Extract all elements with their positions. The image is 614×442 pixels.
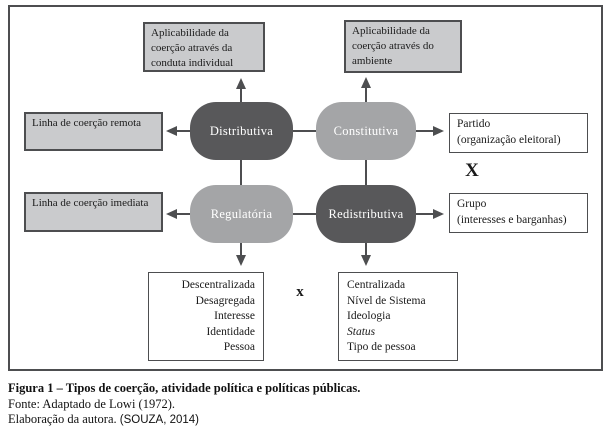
list-item: Interesse bbox=[214, 310, 255, 322]
list-item: Desagregada bbox=[195, 294, 255, 307]
list-item: Descentralizada bbox=[181, 279, 255, 291]
node-constitutiva-label: Constitutiva bbox=[333, 123, 399, 138]
partido-box: Partido (organização eleitoral) bbox=[449, 113, 588, 153]
node-regulatoria: Regulatória bbox=[190, 185, 293, 243]
list-item: Identidade bbox=[206, 325, 255, 338]
node-distributiva-label: Distributiva bbox=[209, 123, 274, 138]
caption-title: Figura 1 – Tipos de coerção, atividade p… bbox=[8, 381, 361, 395]
x-mark-right: X bbox=[465, 160, 479, 181]
immediate-coercion-line-box: Linha de coerção imediata bbox=[24, 192, 163, 232]
diagram-frame bbox=[8, 5, 603, 371]
remote-coercion-line-box: Linha de coerção remota bbox=[24, 112, 163, 151]
list-item: Ideologia bbox=[347, 310, 391, 322]
caption-elaboration: Elaboração da autora. bbox=[8, 412, 117, 426]
x-mark-bottom: x bbox=[296, 284, 304, 300]
grupo-line1: Grupo bbox=[457, 198, 487, 210]
list-item: Centralizada bbox=[347, 279, 406, 291]
list-item-status: Status bbox=[347, 325, 376, 338]
caption-elaboration-line: Elaboração da autora. (SOUZA, 2014) bbox=[8, 412, 360, 429]
decentralized-traits-list: Descentralizada Desagregada Interesse Id… bbox=[148, 272, 264, 361]
applicability-individual-conduct-box: Aplicabilidade da coerção através da con… bbox=[143, 22, 265, 72]
node-redistributiva-label: Redistributiva bbox=[328, 206, 404, 221]
list-item: Nível de Sistema bbox=[347, 294, 426, 307]
node-constitutiva: Constitutiva bbox=[316, 102, 416, 160]
centralized-traits-list: Centralizada Nível de Sistema Ideologia … bbox=[338, 272, 458, 361]
list-item: Pessoa bbox=[223, 341, 255, 353]
caption-citation: (SOUZA, 2014) bbox=[119, 414, 199, 426]
applicability-environment-box: Aplicabilidade da coerção através do amb… bbox=[344, 20, 462, 73]
node-redistributiva: Redistributiva bbox=[316, 185, 416, 243]
list-item: Tipo de pessoa bbox=[347, 341, 416, 353]
figure-caption: Figura 1 – Tipos de coerção, atividade p… bbox=[8, 381, 360, 429]
partido-line2: (organização eleitoral) bbox=[457, 134, 561, 146]
node-regulatoria-label: Regulatória bbox=[210, 206, 273, 221]
partido-line1: Partido bbox=[457, 118, 491, 130]
grupo-box: Grupo (interesses e barganhas) bbox=[449, 193, 588, 233]
node-distributiva: Distributiva bbox=[190, 102, 293, 160]
caption-source: Fonte: Adaptado de Lowi (1972). bbox=[8, 396, 175, 411]
grupo-line2: (interesses e barganhas) bbox=[457, 214, 567, 226]
